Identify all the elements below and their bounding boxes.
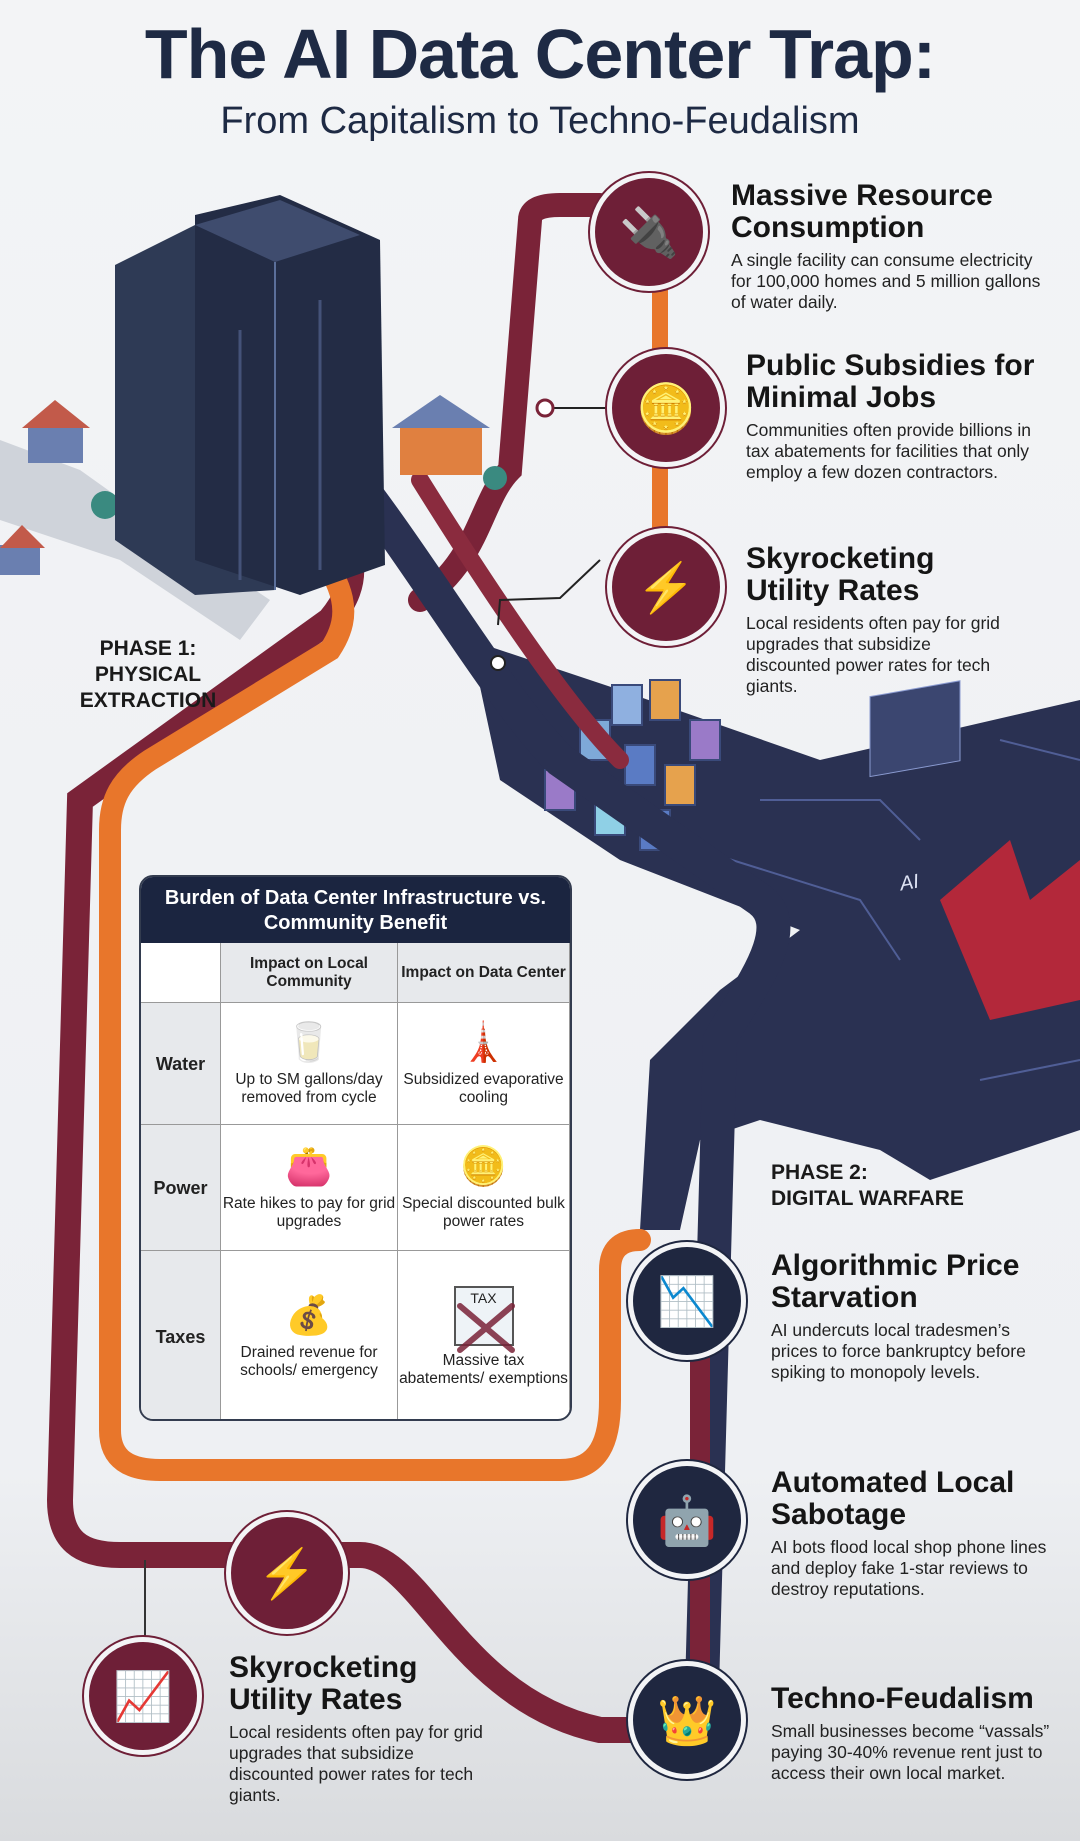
cell-text: Drained revenue for schools/ emergency (240, 1344, 378, 1379)
house-rising-arrow-icon: ⚡ (607, 528, 725, 646)
lightning-icon: ⚡ (226, 1512, 348, 1634)
data-center-building (115, 195, 385, 595)
burden-table: Burden of Data Center Infrastructure vs.… (139, 875, 572, 1421)
cell-text: Massive tax abatements/ exemptions (399, 1352, 568, 1387)
item-title: Automated Local Sabotage (771, 1466, 1015, 1531)
pipe-orange (99, 459, 651, 1481)
phase1-line1: PHASE 1: (99, 637, 197, 660)
row-label-water: Water (141, 1003, 221, 1125)
item-title: Algorithmic Price Starvation (771, 1249, 1020, 1314)
item-text: A single facility can consume electricit… (731, 250, 1041, 312)
item-title: Skyrocketing Utility Rates (229, 1651, 418, 1716)
water-glass-icon: 🥛 (285, 1021, 333, 1064)
table-header-dc: Impact on Data Center (398, 943, 570, 1003)
ai-chip-label: AI (898, 870, 921, 896)
table-cell: 🗼 Subsidized evaporative cooling (398, 1003, 570, 1125)
wallet-icon: 👛 (285, 1145, 333, 1188)
item-title: Techno-Feudalism (771, 1682, 1034, 1715)
pipe-maroon-right (411, 471, 629, 769)
crossed-tax-document-icon: TAX (453, 1286, 515, 1353)
cell-text: Special discounted bulk power rates (402, 1194, 565, 1230)
item-title: Massive Resource Consumption (731, 179, 993, 244)
falling-chart-icon: 📉 (628, 1242, 746, 1360)
crown-chain-icon: 👑 (628, 1661, 746, 1779)
table-cell: 🪙 Special discounted bulk power rates (398, 1125, 570, 1251)
red-shard (940, 840, 1080, 1020)
phase2-label: PHASE 2: DIGITAL WARFARE (771, 1160, 964, 1212)
item-title: Skyrocketing Utility Rates (746, 542, 935, 607)
table-cell: 👛 Rate hikes to pay for grid upgrades (221, 1125, 398, 1251)
cell-text: Rate hikes to pay for grid upgrades (222, 1194, 396, 1230)
table-cell: TAX Massive tax abatements/ exemptions (398, 1251, 570, 1419)
phase1-line3: EXTRACTION (79, 689, 217, 712)
item-title: Public Subsidies for Minimal Jobs (746, 349, 1035, 414)
water-tower-icon: 🗼 (459, 1021, 508, 1064)
item-text: Local residents often pay for grid upgra… (746, 613, 1000, 696)
coins-people-icon: 🪙 (607, 349, 725, 467)
table-cell: 💰 Drained revenue for schools/ emergency (221, 1251, 398, 1419)
cross-mark-icon (456, 1303, 515, 1353)
subtitle: From Capitalism to Techno-Feudalism (220, 100, 860, 142)
item-text: AI undercuts local tradesmen’s prices to… (771, 1320, 1026, 1382)
coin-stack-icon: 🪙 (459, 1145, 508, 1188)
main-title: The AI Data Center Trap: (144, 15, 936, 93)
table-title: Burden of Data Center Infrastructure vs.… (141, 877, 570, 943)
table-header-local: Impact on Local Community (221, 943, 398, 1003)
phase2-line1: PHASE 2: (771, 1161, 868, 1184)
item-text: Local residents often pay for grid upgra… (229, 1722, 483, 1805)
table-header-empty (141, 943, 221, 1003)
table-cell: 🥛 Up to SM gallons/day removed from cycle (221, 1003, 398, 1125)
row-label-power: Power (141, 1125, 221, 1251)
tax-label: TAX (470, 1290, 497, 1306)
row-label-taxes: Taxes (141, 1251, 221, 1419)
item-text: Small businesses become “vassals” paying… (771, 1721, 1050, 1783)
item-text: Communities often provide billions in ta… (746, 420, 1031, 482)
phase2-line2: DIGITAL WARFARE (771, 1187, 964, 1210)
pipe-navy (323, 443, 791, 1777)
money-bag-icon: 💰 (285, 1295, 333, 1337)
phase1-line2: PHYSICAL (94, 663, 202, 686)
item-text: AI bots flood local shop phone lines and… (771, 1537, 1047, 1599)
phase1-label: PHASE 1: PHYSICAL EXTRACTION (78, 636, 218, 714)
robot-icon: 🤖 (628, 1461, 746, 1579)
plug-water-icon: 🔌 (590, 173, 708, 291)
cell-text: Up to SM gallons/day removed from cycle (235, 1070, 383, 1106)
house-rising-arrow-icon: 📈 (84, 1637, 202, 1755)
cell-text: Subsidized evaporative cooling (403, 1070, 564, 1106)
ai-chip (869, 680, 961, 778)
